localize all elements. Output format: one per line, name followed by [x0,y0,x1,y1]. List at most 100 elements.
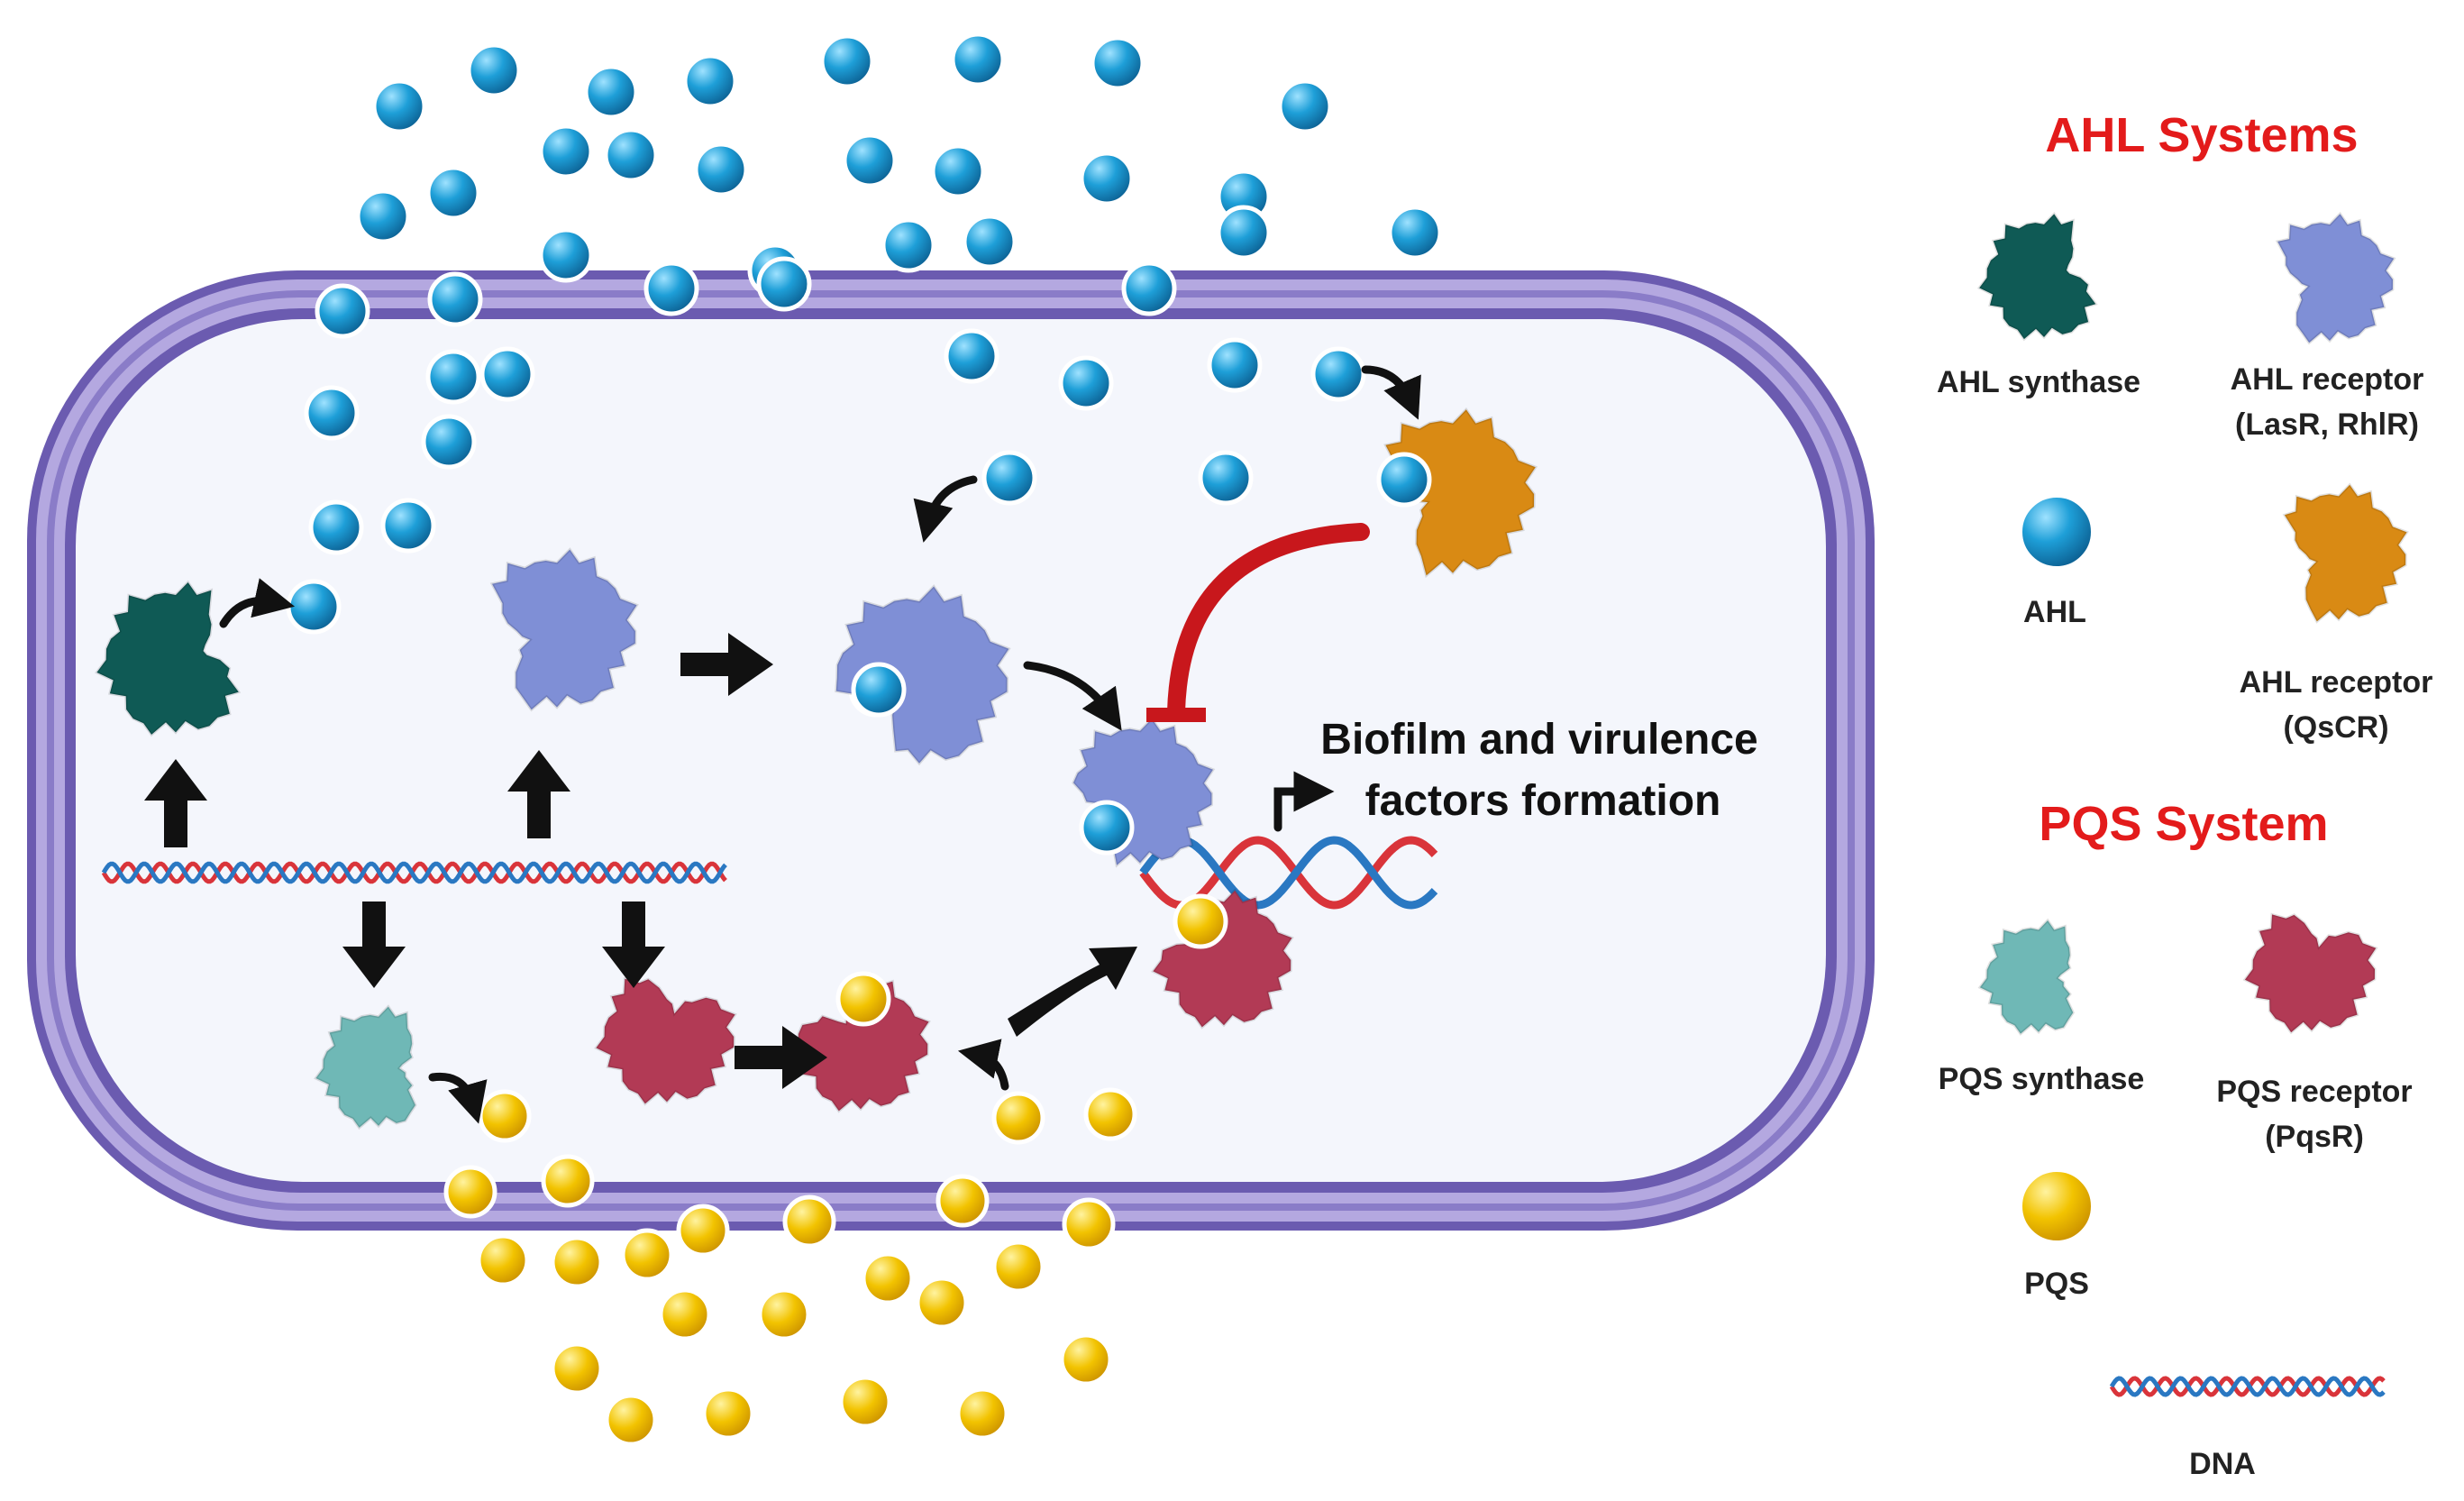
legend-ahl-label: AHL [2023,595,2086,629]
legend-pqs-receptor-icon [2242,912,2378,1035]
proteins [95,211,2409,1244]
arrow-ahl-into-receptor [913,475,978,543]
legend-pqs-title: PQS System [2039,797,2328,851]
legend: AHL Systems AHL synthase AHL receptor (L… [1937,108,2432,1481]
ahl-molecule [538,124,594,179]
ahl-receptor-bound [835,584,1011,766]
arrow-promoter [1273,771,1335,832]
pqs-receptor-on-dna [1151,888,1294,1030]
pqs-molecule [1083,1087,1137,1141]
legend-ahl-icon [2019,494,2094,570]
ahl-molecule [950,32,1006,87]
legend-dna-label: DNA [2189,1447,2256,1481]
legend-pqs-synthase-icon [1977,918,2076,1036]
arrow-receptor-to-dna [1023,661,1122,731]
arrow-up-to-ahl-synthase [144,759,207,847]
pqs-molecule [701,1387,755,1441]
pqs-molecule [620,1228,674,1282]
ahl-molecule [944,328,999,384]
pqs-molecule [955,1387,1009,1441]
arrow-pqs-synthase-release [428,1072,488,1124]
ahl-molecule [583,64,639,120]
ahl-molecule [355,188,411,244]
ahl-molecule [682,53,738,109]
ahl-molecule [962,214,1018,270]
bound-molecule [1079,800,1135,856]
ahl-molecule [427,271,483,327]
arrow-ahl-to-qscr [1361,365,1421,420]
legend-qscr-label-line1: AHL receptor [2240,665,2433,700]
ahl-molecule [380,498,436,554]
pqs-molecule [991,1091,1045,1145]
pqs-molecule [1059,1332,1113,1387]
arrow-down-to-pqs-synthase [342,902,406,988]
pqs-molecule [443,1165,497,1219]
pqs-receptor [594,976,737,1106]
pqs-molecule [476,1233,530,1287]
ahl-molecule [538,227,594,283]
ahl-molecule [1058,355,1114,411]
bound-molecule [1173,893,1228,949]
ahl-molecule [603,127,659,183]
pqs-molecule [1062,1197,1116,1251]
ahl-molecule [819,33,875,89]
legend-qscr-icon [2282,482,2409,624]
ahl-molecule [286,579,342,635]
pqs-molecule [915,1276,969,1330]
ahl-molecule [1090,35,1145,91]
pqs-molecule [676,1204,730,1258]
ahl-molecule [315,283,370,339]
legend-ahl-title: AHL Systems [2045,108,2358,162]
ahl-molecule [1387,205,1443,261]
ahl-receptor [489,547,639,712]
pqs-synthase [314,1004,417,1130]
dna-strand-blue [1139,836,1438,910]
pqs-molecule [550,1341,604,1396]
legend-ahl-receptor-icon [2275,211,2396,345]
qscr-inhibition [1146,523,1370,722]
inhibition-line [1167,523,1370,721]
pqs-molecule [991,1240,1045,1294]
ahl-receptor-on-dna [1072,716,1216,868]
legend-pqs-label: PQS [2024,1267,2089,1301]
inhibition-bar [1146,708,1206,722]
arrow-up-to-ahl-receptor [507,750,570,838]
arrow-right-ahl-binding [680,633,773,696]
ahl-molecule [756,256,812,312]
ahl-molecule [842,133,898,188]
legend-ahl-synthase-icon [1976,212,2098,342]
dna-strand-blue [2109,1376,2386,1397]
dna-strand-blue [101,861,727,884]
ahl-molecule [1216,205,1272,261]
pqs-molecule [541,1154,595,1208]
ahl-molecule [1198,450,1254,506]
legend-pqs-receptor-label-line1: PQS receptor [2216,1075,2412,1109]
ahl-molecule [466,42,522,98]
legend-pqs-synthase-label: PQS synthase [1939,1062,2145,1096]
legend-pqs-receptor-label-line2: (PqsR) [2265,1120,2364,1154]
outcome-label-line1: Biofilm and virulence [1320,716,1757,764]
ahl-molecule [1277,78,1333,134]
ahl-molecule [425,349,481,405]
pqs-molecule [838,1375,892,1429]
ahl-molecule [930,143,986,199]
ahl-molecule [881,217,936,273]
ahl-molecule [1121,261,1177,316]
ahl-molecule [479,346,535,402]
dna-strand-main [101,861,727,884]
ahl-molecule [693,142,749,197]
arrow-down-to-pqs-receptor [602,902,665,988]
ahl-molecule [981,450,1037,506]
arrow-pqs-into-receptor [957,1039,1009,1091]
dna-legend-icon [2109,1376,2386,1397]
arrow-synthase-release-ahl [219,578,295,628]
outcome-label-line2: factors formation [1365,777,1721,825]
bound-molecule [1376,452,1432,508]
ahl-synthase [95,580,242,737]
arrow-pqsr-to-dna [1008,947,1137,1037]
pqs-molecule [658,1287,712,1341]
ahl-molecule [371,78,427,134]
ahl-molecule [1310,346,1366,402]
ahl-molecule [304,385,360,441]
legend-ahl-receptor-label-line2: (LasR, RhlR) [2235,407,2419,442]
